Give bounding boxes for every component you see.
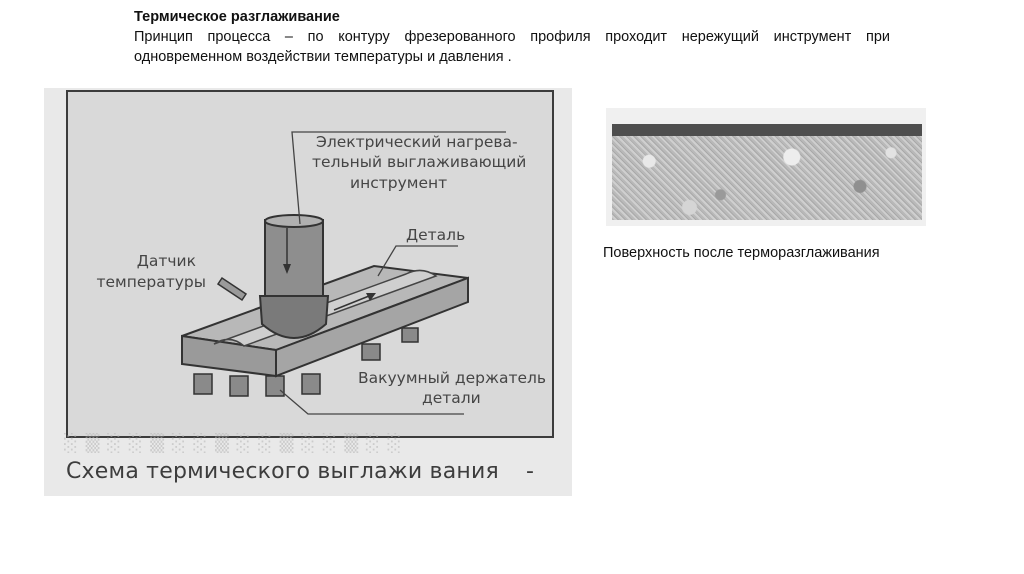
slide-title: Термическое разглаживание (134, 8, 890, 27)
figure-caption-dash: - (526, 459, 534, 484)
figure-caption: Схема термического выглажи вания (66, 459, 499, 484)
label-tool-line3: инструмент (350, 173, 447, 193)
label-sensor-line1: Датчик (104, 251, 196, 271)
label-holder-line1: Вакуумный держатель (358, 368, 546, 388)
smoothing-tool-body (265, 220, 323, 304)
process-description: Принцип процесса – по контуру фрезерован… (134, 27, 890, 67)
label-tool-line2: тельный выглаживающий (312, 152, 526, 172)
slide-header: Термическое разглаживание Принцип процес… (134, 8, 890, 67)
label-part: Деталь (406, 225, 465, 245)
label-holder-line2: детали (422, 388, 481, 408)
surface-texture (612, 136, 922, 220)
thermal-smoothing-figure: Электрический нагрева- тельный выглажива… (44, 88, 572, 496)
scan-bleed-through: ░ ▒ ░ ░ ▒ ░ ░ ▒ ░ ░ ▒ ░ ░ ▒ ░ ░ (64, 433, 564, 453)
label-sensor-line2: температуры (84, 272, 206, 292)
surface-photo (606, 108, 926, 226)
label-tool-line1: Электрический нагрева- (316, 132, 518, 152)
surface-top-layer (612, 124, 922, 136)
surface-caption: Поверхность после терморазглаживания (603, 245, 880, 261)
temperature-sensor (218, 278, 246, 300)
